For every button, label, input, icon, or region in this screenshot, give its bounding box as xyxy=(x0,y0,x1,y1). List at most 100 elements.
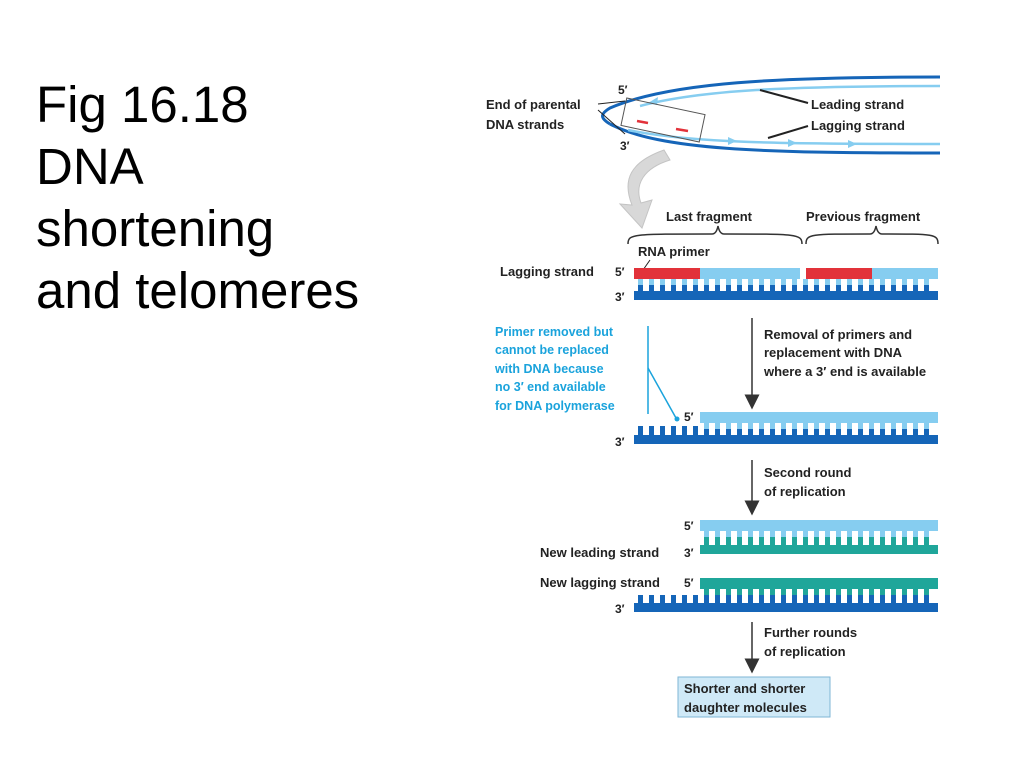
base-tooth xyxy=(847,595,852,603)
base-tooth xyxy=(825,589,830,595)
base-tooth xyxy=(825,423,830,429)
row1-lagging-strand: Lagging strand 5′ 3′ xyxy=(500,264,938,304)
primer-callout: Primer removed but cannot be replaced wi… xyxy=(494,325,680,422)
base-tooth xyxy=(902,279,907,285)
base-tooth xyxy=(737,279,742,285)
base-tooth xyxy=(715,589,720,595)
base-tooth xyxy=(902,423,907,429)
base-tooth xyxy=(638,279,643,285)
last-fragment-label: Last fragment xyxy=(666,209,753,224)
leading-strand-line xyxy=(639,84,941,108)
result-line-2: daughter molecules xyxy=(684,700,807,715)
base-tooth xyxy=(715,426,720,435)
base-tooth xyxy=(715,537,720,545)
base-tooth xyxy=(671,595,676,603)
base-tooth xyxy=(902,531,907,537)
parental-bottom-strand xyxy=(609,122,941,155)
row3-three-prime: 3′ xyxy=(684,546,694,560)
base-tooth xyxy=(726,423,731,429)
base-tooth xyxy=(792,531,797,537)
row1-bottom-backbone xyxy=(634,291,938,300)
base-tooth xyxy=(726,595,731,603)
base-tooth xyxy=(726,531,731,537)
base-tooth xyxy=(726,537,731,545)
base-tooth xyxy=(803,426,808,435)
base-tooth xyxy=(792,426,797,435)
row3-five-prime: 5′ xyxy=(684,519,694,533)
base-tooth xyxy=(869,589,874,595)
base-tooth xyxy=(869,423,874,429)
callout-line-2: cannot be replaced xyxy=(495,343,609,357)
base-tooth xyxy=(869,282,874,291)
base-tooth xyxy=(880,537,885,545)
base-tooth xyxy=(814,537,819,545)
base-tooth xyxy=(759,423,764,429)
base-tooth xyxy=(913,279,918,285)
base-tooth xyxy=(825,282,830,291)
base-tooth xyxy=(726,282,731,291)
base-tooth xyxy=(704,426,709,435)
row1-top-teeth xyxy=(638,279,929,285)
new-lagging-strand-label: New lagging strand xyxy=(540,575,660,590)
title-line-2: DNA xyxy=(36,138,144,195)
row3-top-backbone xyxy=(700,520,938,531)
base-tooth xyxy=(759,531,764,537)
base-tooth xyxy=(638,595,643,603)
base-tooth xyxy=(902,426,907,435)
row1-bottom-teeth xyxy=(638,282,929,291)
title-line-3: shortening xyxy=(36,200,275,257)
primer-mark-2 xyxy=(675,127,689,133)
base-tooth xyxy=(704,537,709,545)
base-tooth xyxy=(638,282,643,291)
row2-top-teeth xyxy=(704,423,929,429)
row1-last-fragment-dna xyxy=(700,268,800,279)
base-tooth xyxy=(891,589,896,595)
row3-new-leading: 5′ New leading strand 3′ xyxy=(540,519,938,560)
base-tooth xyxy=(803,423,808,429)
base-tooth xyxy=(891,537,896,545)
base-tooth xyxy=(847,282,852,291)
callout-line-5: for DNA polymerase xyxy=(495,399,615,413)
base-tooth xyxy=(759,589,764,595)
callout-dot xyxy=(674,416,680,422)
base-tooth xyxy=(902,589,907,595)
lagging-arrow-1 xyxy=(728,137,737,145)
base-tooth xyxy=(880,423,885,429)
base-tooth xyxy=(682,282,687,291)
callout-line-1: Primer removed but xyxy=(495,325,614,339)
base-tooth xyxy=(891,426,896,435)
row1-five-prime: 5′ xyxy=(615,265,625,279)
end-label-line-2: DNA strands xyxy=(486,117,564,132)
base-tooth xyxy=(759,595,764,603)
step3-line-1: Further rounds xyxy=(764,625,857,640)
base-tooth xyxy=(803,595,808,603)
base-tooth xyxy=(924,282,929,291)
base-tooth xyxy=(649,595,654,603)
base-tooth xyxy=(770,589,775,595)
row2-after-primer-removal: 5′ 3′ xyxy=(615,410,938,449)
base-tooth xyxy=(737,589,742,595)
new-leading-strand-label: New leading strand xyxy=(540,545,659,560)
base-tooth xyxy=(869,531,874,537)
base-tooth xyxy=(649,279,654,285)
base-tooth xyxy=(792,589,797,595)
top-five-prime: 5′ xyxy=(618,83,628,97)
row2-bottom-teeth xyxy=(638,426,929,435)
base-tooth xyxy=(660,595,665,603)
base-tooth xyxy=(869,595,874,603)
base-tooth xyxy=(902,595,907,603)
base-tooth xyxy=(781,426,786,435)
base-tooth xyxy=(748,282,753,291)
base-tooth xyxy=(880,279,885,285)
base-tooth xyxy=(638,426,643,435)
end-label-pointer-top xyxy=(597,100,626,105)
step2-line-1: Second round xyxy=(764,465,851,480)
base-tooth xyxy=(902,282,907,291)
base-tooth xyxy=(814,426,819,435)
base-tooth xyxy=(836,531,841,537)
base-tooth xyxy=(924,537,929,545)
end-label-pointer-bottom xyxy=(597,109,626,135)
base-tooth xyxy=(825,537,830,545)
base-tooth xyxy=(913,282,918,291)
base-tooth xyxy=(803,537,808,545)
